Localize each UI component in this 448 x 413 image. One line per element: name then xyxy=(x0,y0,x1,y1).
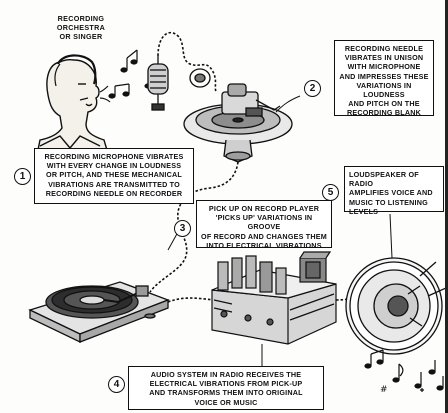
step-3-line: 'PICKS UP' VARIATIONS IN GROOVE xyxy=(201,213,327,231)
record-player-illustration xyxy=(30,282,168,342)
step-2-callout: RECORDING NEEDLE VIBRATES IN UNISON WITH… xyxy=(334,40,434,116)
step-5-callout: LOUDSPEAKER OF RADIO AMPLIFIES VOICE AND… xyxy=(344,166,444,212)
step-4-line: AND TRANSFORMS THEM INTO ORIGINAL xyxy=(133,388,319,397)
singer-illustration xyxy=(36,55,110,160)
step-2-line: AND IMPRESSES THESE xyxy=(339,72,429,81)
loudspeaker-illustration xyxy=(346,258,446,354)
step-3-line: INTO ELECTRICAL VIBRATIONS xyxy=(201,241,327,250)
step-3-number: 3 xyxy=(174,220,191,237)
music-notes-left xyxy=(100,50,151,102)
step-5-line: LEVELS xyxy=(349,207,439,216)
step-2-line: VIBRATES IN UNISON xyxy=(339,53,429,62)
step-2-line: VARIATIONS IN LOUDNESS xyxy=(339,81,429,99)
step-3-line: PICK UP ON RECORD PLAYER xyxy=(201,204,327,213)
recorder-illustration xyxy=(184,69,292,162)
step-3-line: OF RECORD AND CHANGES THEM xyxy=(201,232,327,241)
source-label: RECORDING ORCHESTRA OR SINGER xyxy=(46,14,116,41)
step-2-line: RECORDING NEEDLE xyxy=(339,44,429,53)
source-label-line: OR SINGER xyxy=(46,32,116,41)
step-5-line: MUSIC TO LISTENING xyxy=(349,198,439,207)
leader-step-2 xyxy=(276,96,300,112)
step-5-line: AMPLIFIES VOICE AND xyxy=(349,188,439,197)
step-4-line: VOICE OR MUSIC xyxy=(133,398,319,407)
step-4-line: AUDIO SYSTEM IN RADIO RECEIVES THE xyxy=(133,370,319,379)
step-1-line: OR PITCH, AND THESE MECHANICAL xyxy=(39,170,189,179)
music-notes-right: # xyxy=(365,350,443,395)
step-2-line: AND PITCH ON THE xyxy=(339,99,429,108)
step-1-callout: RECORDING MICROPHONE VIBRATES WITH EVERY… xyxy=(34,148,194,204)
cable-player-to-radio xyxy=(168,298,214,302)
step-1-line: VIBRATIONS ARE TRANSMITTED TO xyxy=(39,180,189,189)
step-4-callout: AUDIO SYSTEM IN RADIO RECEIVES THE ELECT… xyxy=(128,366,324,410)
svg-text:#: # xyxy=(380,385,388,395)
step-2-line: WITH MICROPHONE xyxy=(339,62,429,71)
source-label-line: RECORDING xyxy=(46,14,116,23)
source-label-line: ORCHESTRA xyxy=(46,23,116,32)
step-4-line: ELECTRICAL VIBRATIONS FROM PICK-UP xyxy=(133,379,319,388)
step-1-line: WITH EVERY CHANGE IN LOUDNESS xyxy=(39,161,189,170)
step-1-line: RECORDING MICROPHONE VIBRATES xyxy=(39,152,189,161)
step-5-number: 5 xyxy=(322,184,339,201)
step-5-line: LOUDSPEAKER OF RADIO xyxy=(349,170,439,188)
step-2-line: RECORDING BLANK xyxy=(339,108,429,117)
step-3-callout: PICK UP ON RECORD PLAYER 'PICKS UP' VARI… xyxy=(196,200,332,248)
step-4-number: 4 xyxy=(108,376,125,393)
microphone-illustration xyxy=(148,56,168,110)
leader-step-5 xyxy=(390,214,392,258)
step-1-number: 1 xyxy=(14,168,31,185)
step-1-line: RECORDING NEEDLE ON RECORDER xyxy=(39,189,189,198)
step-2-number: 2 xyxy=(304,80,321,97)
radio-chassis-illustration xyxy=(212,252,336,344)
